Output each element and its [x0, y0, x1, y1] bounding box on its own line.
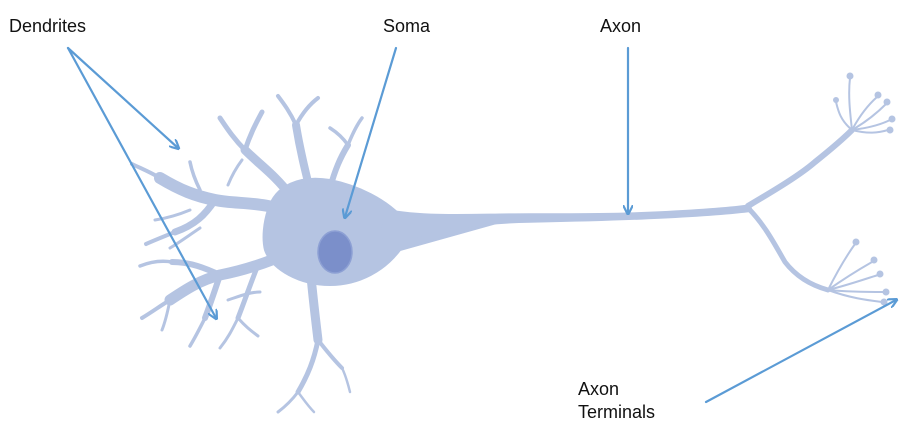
axon-terminals-label-line2: Terminals	[578, 401, 655, 424]
nucleus	[318, 231, 352, 273]
arrow-axon-terminals	[706, 300, 896, 402]
upper-terminals	[836, 78, 890, 133]
arrow-dendrites-lower	[68, 48, 216, 318]
lower-terminal-bulbs	[853, 239, 890, 306]
axon-label: Axon	[600, 15, 641, 37]
upper-terminal-bulbs	[833, 73, 896, 134]
lower-terminals	[828, 244, 884, 302]
axon	[380, 205, 752, 250]
soma-label: Soma	[383, 15, 430, 37]
axon-terminals-label: Axon Terminals	[578, 378, 655, 424]
soma-body	[264, 179, 500, 285]
dendrites-label: Dendrites	[9, 15, 86, 37]
axon-terminals-label-line1: Axon	[578, 378, 655, 401]
arrow-dendrites-upper	[68, 48, 178, 148]
